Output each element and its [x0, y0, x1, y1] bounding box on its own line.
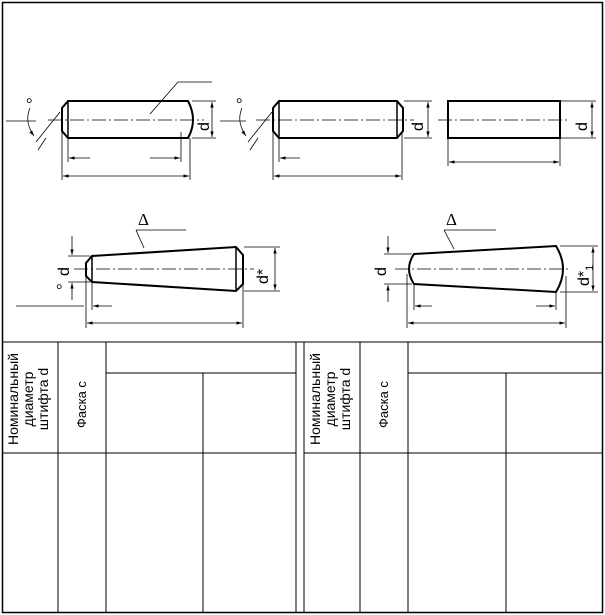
pin-1-dim-d-label: d	[196, 122, 213, 131]
pin-3-dim-d-label: d	[574, 122, 591, 131]
pin-4-roughness-symbol: Δ	[138, 210, 149, 229]
pin-5-roughness-symbol: Δ	[446, 210, 457, 229]
pin-5-taper-rounded	[384, 229, 598, 328]
table-grid	[3, 341, 602, 612]
pin-1-cylindrical-rounded	[6, 81, 216, 180]
pin-2-angle-degree: °	[236, 96, 243, 113]
pin-4-dim-d-star-label: d*	[255, 268, 272, 284]
left-col-diameter-header: Номинальный диаметр штифта d	[5, 353, 51, 445]
left-col-chamfer-header: Фаска c	[74, 381, 89, 428]
pin-5-dim-d1-star-label: d*1	[576, 264, 597, 286]
pin-1-angle-degree: °	[26, 96, 33, 113]
pin-2-cylindrical-chamfered	[220, 100, 432, 180]
pin-3-plain-cylinder	[438, 100, 596, 166]
pin-2-dim-d-label: d	[410, 122, 427, 131]
right-col-diameter-header: Номинальный диаметр штифта d	[307, 353, 353, 445]
right-col-chamfer-header: Фаска c	[376, 381, 391, 428]
pin-4-angle-degree: °	[56, 282, 63, 299]
pin-4-dim-d-label: d	[56, 267, 73, 276]
pin-4-taper-chamfered	[16, 229, 280, 328]
pin-5-dim-d-label: d	[373, 267, 390, 276]
